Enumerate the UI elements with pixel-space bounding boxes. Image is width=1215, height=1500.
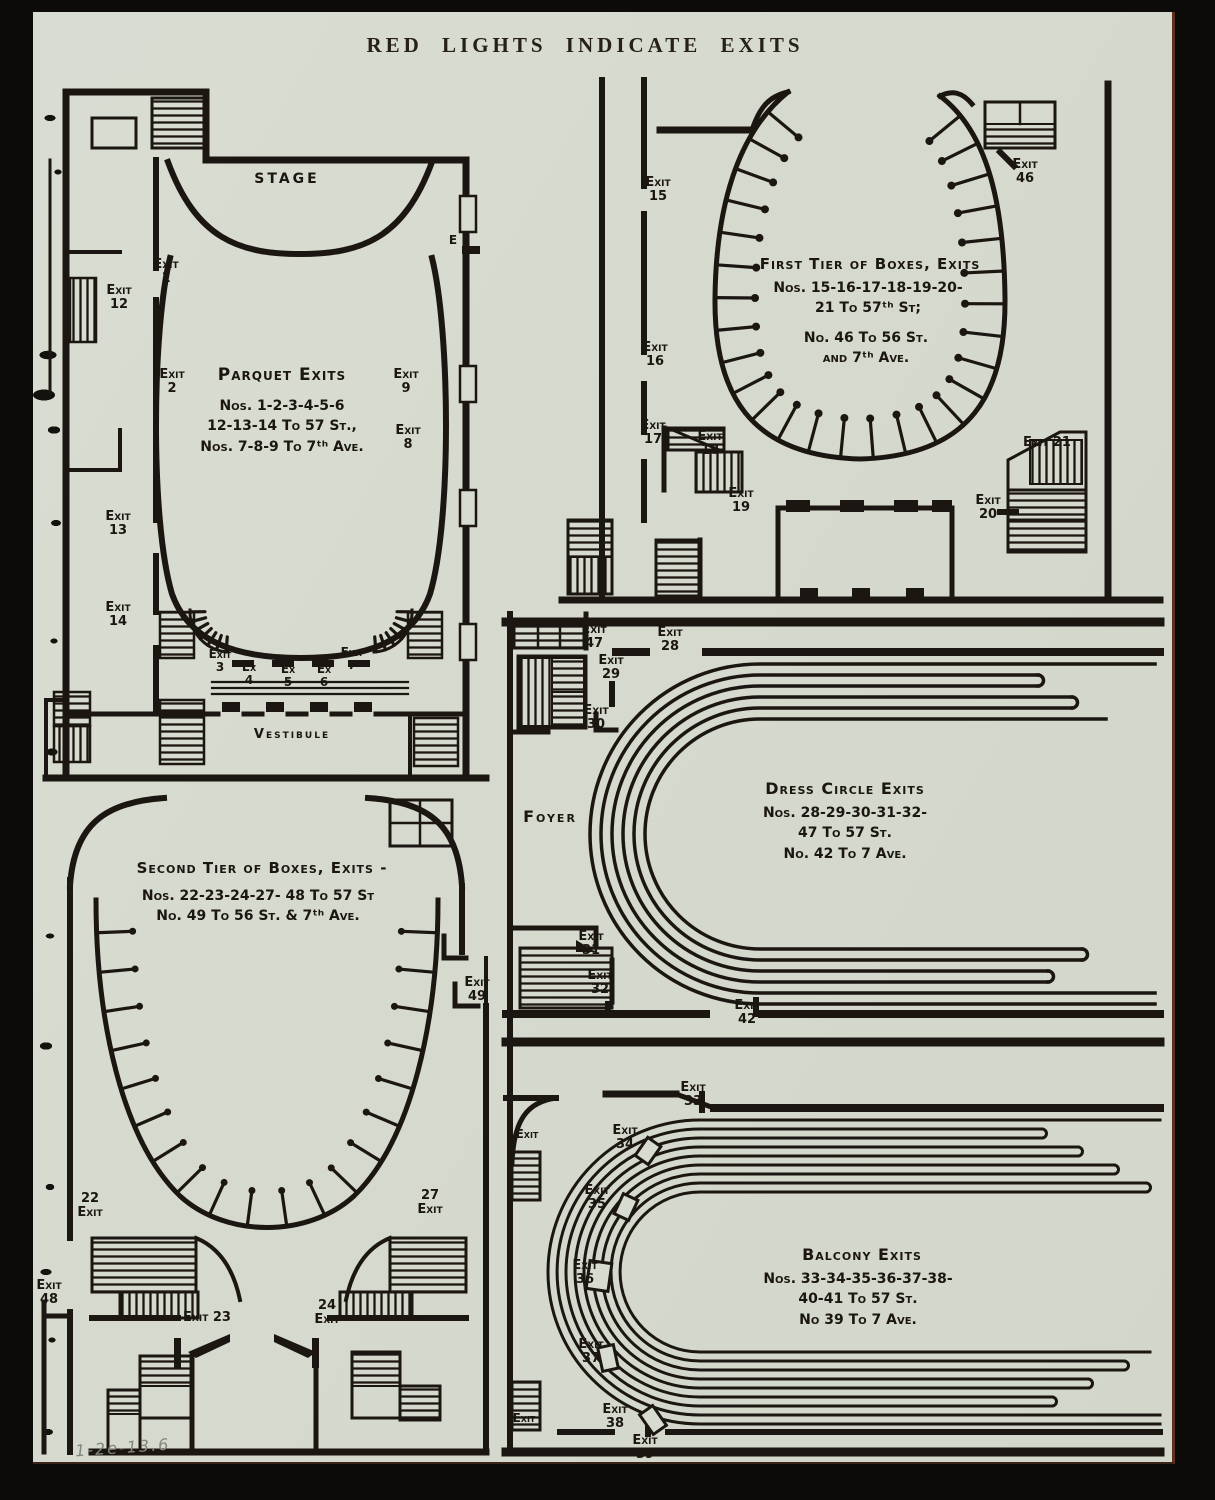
label-exit-29: Exit 29: [598, 653, 624, 683]
label-exit-23: Exit 23: [183, 1310, 231, 1325]
label-exit-30: Exit 30: [583, 703, 609, 733]
label-exit-7: Exit 7: [340, 645, 364, 672]
label-exit-6: Ex 6: [316, 662, 332, 689]
label-exit-21: Exit 21: [1023, 435, 1071, 450]
label-exit-46: Exit 46: [1012, 157, 1038, 187]
label-exit-5: Ex 5: [280, 662, 296, 689]
label-exit-27: 27 Exit: [417, 1188, 443, 1218]
label-vestibule: Vestibule: [253, 727, 331, 742]
dress-circle-info: Nos. 28-29-30-31-32- 47 To 57 St. No. 42…: [762, 805, 928, 862]
label-exit-15: Exit 15: [645, 175, 671, 205]
parquet-info: Nos. 1-2-3-4-5-6 12-13-14 To 57 St., Nos…: [200, 398, 364, 455]
first-tier-title: First Tier of Boxes, Exits: [759, 255, 981, 273]
label-stage: STAGE: [254, 171, 320, 187]
label-door-e: E: [448, 233, 458, 247]
label-exit-24: 24 Exit: [314, 1298, 340, 1328]
label-exit-3: Exit 3: [208, 647, 232, 674]
label-exit-31: Exit 31: [578, 929, 604, 959]
label-exit-28: Exit 28: [657, 625, 683, 655]
label-foyer: Foyer: [523, 807, 577, 826]
label-exit-22: 22 Exit: [77, 1191, 103, 1221]
second-tier-info: Nos. 22-23-24-27- 48 To 57 St No. 49 To …: [141, 888, 375, 925]
first-tier-info2: No. 46 To 56 St. and 7ᵗʰ Ave.: [803, 330, 929, 367]
second-tier-title: Second Tier of Boxes, Exits -: [136, 859, 388, 877]
label-exit-48: Exit 48: [36, 1278, 62, 1308]
label-exit-left-lower: Exit: [512, 1411, 536, 1425]
balcony-title: Balcony Exits: [802, 1245, 922, 1264]
plan-parquet-lines: [42, 88, 490, 782]
label-exit-12: Exit 12: [106, 283, 132, 313]
label-exit-4: Ex 4: [241, 660, 257, 687]
plan-second-tier-lines: [41, 794, 490, 1456]
label-exit-33: Exit 33: [680, 1080, 706, 1110]
label-exit-47: Exit 47: [581, 622, 607, 652]
label-exit-1: Exit 1: [153, 257, 179, 287]
plan-first-tier-lines: [558, 77, 1164, 604]
label-exit-42: Exit 42: [734, 998, 760, 1028]
plan-balcony-lines: [501, 1045, 1165, 1457]
label-exit-16: Exit 16: [642, 340, 668, 370]
balcony-info: Nos. 33-34-35-36-37-38- 40-41 To 57 St. …: [763, 1271, 953, 1328]
dress-circle-title: Dress Circle Exits: [765, 779, 925, 798]
label-exit-36: Exit 36: [572, 1258, 598, 1288]
label-exit-49: Exit 49: [464, 975, 490, 1005]
label-exit-left-upper: Exit: [515, 1127, 539, 1141]
first-tier-info: Nos. 15-16-17-18-19-20- 21 To 57ᵗʰ St;: [773, 280, 963, 317]
label-exit-34: Exit 34: [612, 1123, 638, 1153]
plan-dress-circle-lines: [501, 611, 1165, 1047]
label-exit-20: Exit 20: [975, 493, 1001, 523]
label-exit-39: Exit 39: [632, 1433, 658, 1463]
label-exit-14: Exit 14: [105, 600, 131, 630]
label-exit-13: Exit 13: [105, 509, 131, 539]
label-exit-32: Exit 32: [587, 968, 613, 998]
label-exit-8: Exit 8: [395, 423, 421, 453]
label-exit-9: Exit 9: [393, 367, 419, 397]
page-title: RED LIGHTS INDICATE EXITS: [366, 33, 804, 57]
label-exit-38: Exit 38: [602, 1402, 628, 1432]
label-exit-37: Exit 37: [578, 1337, 604, 1367]
label-exit-2: Exit 2: [159, 367, 185, 397]
label-exit-19: Exit 19: [728, 486, 754, 516]
parquet-title: Parquet Exits: [217, 365, 347, 385]
label-exit-18: Exit 18: [697, 429, 723, 459]
label-exit-35: Exit 35: [584, 1183, 610, 1213]
label-exit-17: Exit 17: [640, 418, 666, 448]
